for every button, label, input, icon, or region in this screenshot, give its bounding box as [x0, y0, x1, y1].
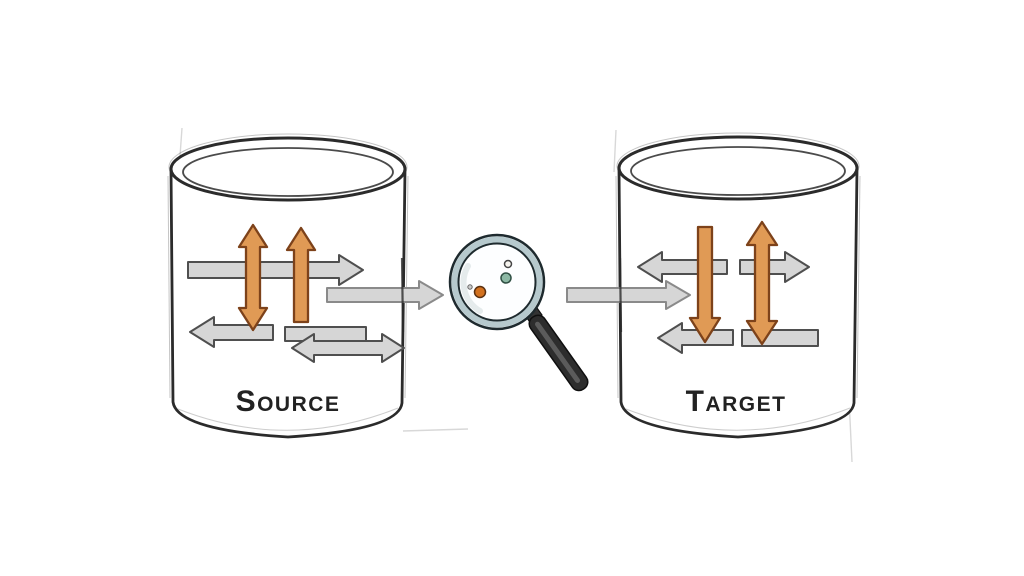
teal-dot	[500, 272, 512, 284]
target-arrows	[637, 220, 819, 354]
target-cylinder	[615, 132, 861, 439]
target-wall-overlay	[618, 257, 623, 333]
target-arrow-right	[739, 251, 810, 283]
target-cylinder-top	[617, 135, 859, 201]
target-arrow-left-bottom	[657, 322, 734, 354]
source-arrow-left-right	[291, 333, 405, 363]
target-cylinder-body	[617, 168, 859, 439]
ring-dot	[503, 259, 513, 269]
source-arrow-left	[189, 316, 274, 348]
target-arrow-down	[688, 225, 722, 344]
source-cylinder-top	[169, 136, 407, 202]
flow-arrow-source-to-magnifier	[326, 280, 444, 310]
lens-shading	[460, 263, 483, 314]
source-wall-overlay	[400, 257, 405, 333]
target-arrow-up-down	[745, 220, 779, 346]
magnifier-icon	[448, 233, 589, 392]
source-cylinder-body	[169, 169, 407, 439]
target-cylinder-rim	[630, 146, 846, 196]
target-arrow-left	[637, 251, 728, 283]
flow-arrow-magnifier-to-target	[566, 280, 691, 310]
source-arrow-up-down	[237, 223, 269, 332]
orange-dot	[473, 285, 487, 299]
source-arrow-up	[285, 226, 317, 324]
magnifier-handle	[528, 314, 589, 392]
target-label: Target	[686, 385, 787, 418]
source-cylinder-rim	[182, 147, 394, 197]
magnifier-lens-glass	[457, 242, 537, 322]
source-label: Source	[236, 385, 341, 418]
source-bar	[284, 326, 367, 342]
gray-dot	[467, 284, 473, 290]
source-arrows	[187, 223, 405, 363]
source-arrow-right	[187, 254, 364, 286]
